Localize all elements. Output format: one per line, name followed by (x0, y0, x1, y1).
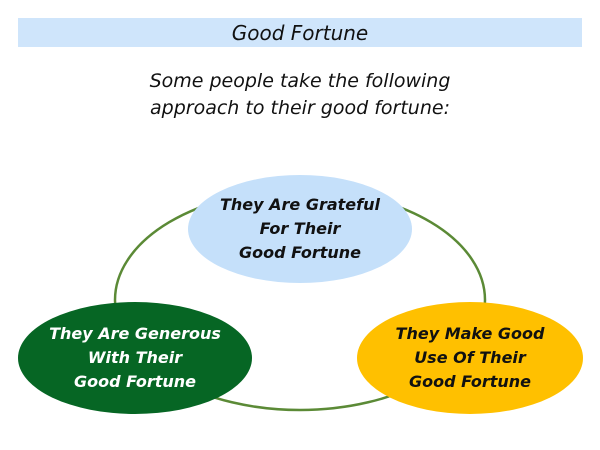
node-make-good-use: They Make Good Use Of Their Good Fortune (357, 302, 583, 414)
node-text-line: For Their (259, 219, 341, 238)
node-grateful-shape (188, 175, 412, 283)
subtitle: Some people take the following approach … (0, 68, 600, 122)
node-text-line: They Are Grateful (219, 195, 380, 214)
title-banner: Good Fortune (18, 18, 582, 47)
subtitle-line: approach to their good fortune: (150, 97, 450, 119)
node-generous: They Are Generous With Their Good Fortun… (18, 302, 252, 414)
node-text-line: With Their (87, 348, 183, 367)
subtitle-line: Some people take the following (149, 70, 451, 92)
node-text-line: Use Of Their (414, 348, 526, 367)
node-text-line: Good Fortune (239, 243, 361, 262)
node-make-good-use-shape (357, 302, 583, 414)
node-grateful: They Are Grateful For Their Good Fortune (188, 175, 412, 283)
node-text-line: They Are Generous (49, 324, 221, 343)
node-text-line: Good Fortune (409, 372, 531, 391)
page-title: Good Fortune (231, 20, 369, 45)
node-generous-shape (18, 302, 252, 414)
node-text-line: They Make Good (395, 324, 545, 343)
node-text-line: Good Fortune (74, 372, 196, 391)
